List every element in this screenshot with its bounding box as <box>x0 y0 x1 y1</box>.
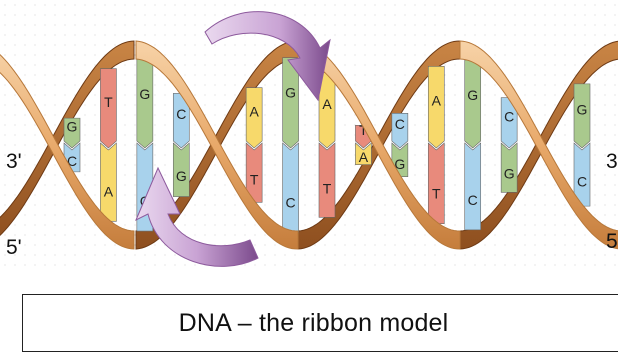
base-letter: A <box>359 149 369 165</box>
base-letter: T <box>250 171 259 187</box>
base-letter: C <box>395 116 405 132</box>
base-pair: TA <box>100 69 116 222</box>
base-g <box>137 59 153 148</box>
base-letter: A <box>432 93 442 109</box>
base-a <box>100 143 116 221</box>
base-pair: AT <box>246 88 262 203</box>
base-letter: C <box>286 194 296 210</box>
base-pair: AT <box>428 66 444 223</box>
caption-text: DNA – the ribbon model <box>179 309 449 338</box>
label-5prime-right: 5 <box>606 230 618 254</box>
base-letter: C <box>176 106 186 122</box>
base-letter: G <box>67 119 78 135</box>
base-pair: CG <box>501 98 517 193</box>
base-letter: C <box>504 108 514 124</box>
base-pair: AT <box>319 73 335 218</box>
base-pair: GC <box>283 58 299 233</box>
base-letter: G <box>139 86 150 102</box>
base-c <box>283 143 299 232</box>
label-3prime-left: 3' <box>6 150 22 174</box>
base-letter: G <box>504 165 515 181</box>
base-letter: G <box>467 87 478 103</box>
base-letter: A <box>104 183 114 199</box>
base-t <box>428 143 444 224</box>
base-g <box>465 60 481 148</box>
base-letter: G <box>285 85 296 101</box>
base-c <box>465 143 481 230</box>
base-pair: GC <box>465 60 481 230</box>
base-letter: A <box>249 103 259 119</box>
base-letter: T <box>323 180 332 196</box>
base-letter: T <box>432 186 441 202</box>
base-pair: GC <box>574 84 590 206</box>
base-letter: G <box>577 101 588 117</box>
base-letter: C <box>468 192 478 208</box>
base-pair: CG <box>173 93 189 196</box>
base-letter: A <box>322 96 332 112</box>
label-3prime-right: 3 <box>606 150 618 174</box>
caption-box: DNA – the ribbon model <box>22 294 618 352</box>
base-letter: T <box>104 94 113 110</box>
base-letter: C <box>577 174 587 190</box>
base-letter: G <box>176 168 187 184</box>
label-5prime-left: 5' <box>6 236 22 260</box>
